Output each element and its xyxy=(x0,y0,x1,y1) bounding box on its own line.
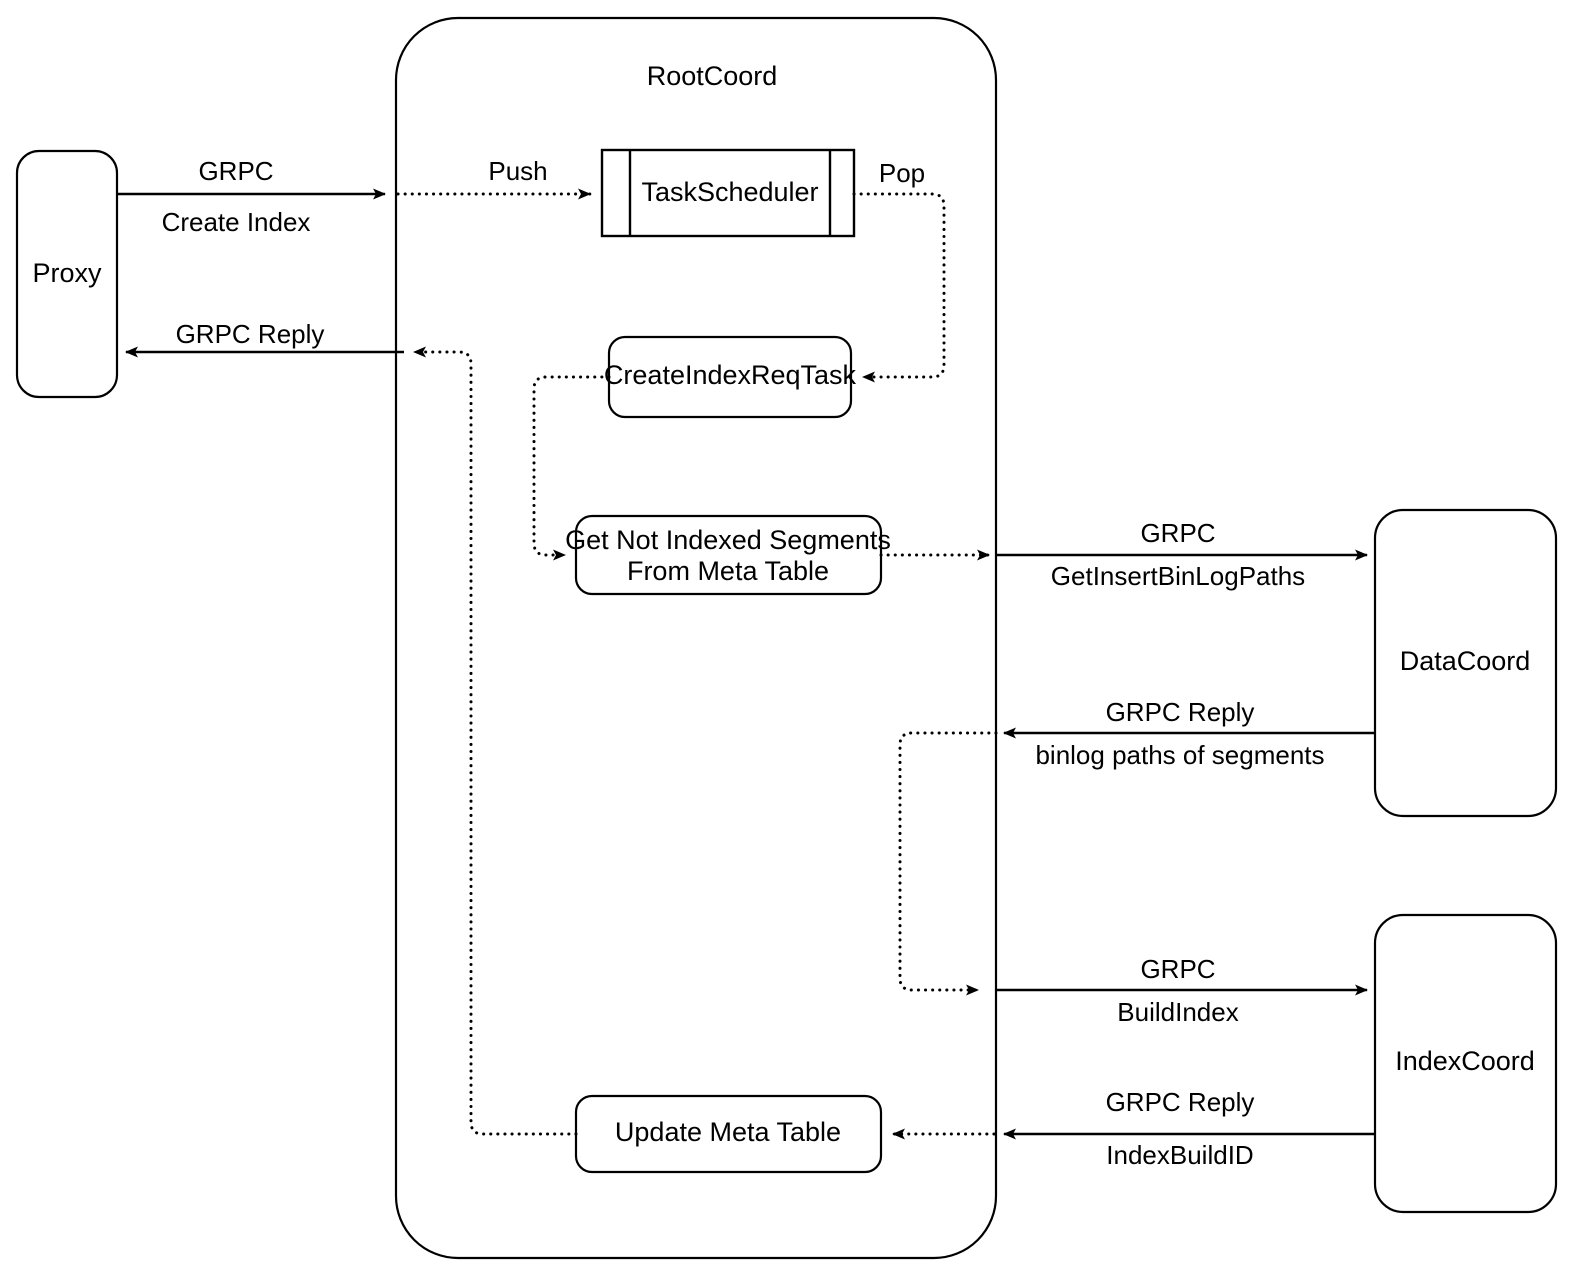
edge-to-indexcoord-label2: BuildIndex xyxy=(1117,997,1238,1027)
node-proxy[interactable]: Proxy xyxy=(15,149,119,399)
getnotindexed-label-line1: Get Not Indexed Segments xyxy=(565,525,891,555)
proxy-box xyxy=(15,149,119,399)
edge-rootcoord-to-proxy[interactable]: GRPC Reply xyxy=(125,319,404,358)
edge-getsegments-to-datacoord[interactable]: GRPC GetInsertBinLogPaths xyxy=(996,518,1368,591)
edge-proxy-to-rootcoord[interactable]: GRPC Create Index xyxy=(117,156,386,237)
node-indexcoord[interactable]: IndexCoord xyxy=(1373,913,1558,1214)
edge-indexcoord-reply-label2: IndexBuildID xyxy=(1106,1140,1253,1170)
node-get-not-indexed-segments[interactable]: Get Not Indexed Segments From Meta Table xyxy=(565,514,891,596)
edge-datacoord-reply-label2: binlog paths of segments xyxy=(1035,740,1324,770)
edge-to-datacoord-label1: GRPC xyxy=(1140,518,1215,548)
edge-pop-line xyxy=(852,192,946,383)
node-datacoord[interactable]: DataCoord xyxy=(1373,508,1558,818)
edge-rootcoord-to-indexcoord[interactable]: GRPC BuildIndex xyxy=(996,954,1368,1027)
taskscheduler-label: TaskScheduler xyxy=(641,177,818,207)
datacoord-label: DataCoord xyxy=(1400,646,1531,676)
edge-proxy-to-rootcoord-label2: Create Index xyxy=(162,207,311,237)
node-createindexreqtask[interactable]: CreateIndexReqTask xyxy=(604,335,857,419)
container-rootcoord[interactable]: RootCoord xyxy=(394,16,998,1260)
edge-pop-from-scheduler[interactable]: Pop xyxy=(852,158,946,383)
edge-datacoord-reply-label1: GRPC Reply xyxy=(1106,697,1255,727)
createindexreqtask-label: CreateIndexReqTask xyxy=(604,360,857,390)
edge-proxy-to-rootcoord-label1: GRPC xyxy=(198,156,273,186)
edge-updatemeta-to-grpcreply-line xyxy=(412,346,578,1136)
edge-push-label: Push xyxy=(488,156,547,186)
rootcoord-boundary xyxy=(394,16,998,1260)
getnotindexed-label-line2: From Meta Table xyxy=(627,556,829,586)
datacoord-box xyxy=(1373,508,1558,818)
updatemetatable-label: Update Meta Table xyxy=(615,1117,841,1147)
edge-pop-label: Pop xyxy=(879,158,925,188)
node-taskscheduler[interactable]: TaskScheduler xyxy=(600,148,856,238)
edge-push-to-scheduler[interactable]: Push xyxy=(396,156,592,200)
indexcoord-label: IndexCoord xyxy=(1395,1046,1535,1076)
indexcoord-box xyxy=(1373,913,1558,1214)
edge-updatemeta-to-grpcreply[interactable] xyxy=(412,346,578,1136)
edge-to-indexcoord-label1: GRPC xyxy=(1140,954,1215,984)
edge-indexcoord-reply[interactable]: GRPC Reply IndexBuildID xyxy=(1003,1087,1375,1170)
proxy-label: Proxy xyxy=(32,258,102,288)
node-update-meta-table[interactable]: Update Meta Table xyxy=(574,1094,883,1174)
edge-to-datacoord-label2: GetInsertBinLogPaths xyxy=(1051,561,1305,591)
edge-datacoord-reply[interactable]: GRPC Reply binlog paths of segments xyxy=(1003,697,1375,770)
edge-binlog-to-buildindex[interactable] xyxy=(898,731,998,996)
edge-rootcoord-to-proxy-label: GRPC Reply xyxy=(176,319,325,349)
edge-indexcoord-reply-label1: GRPC Reply xyxy=(1106,1087,1255,1117)
edge-binlog-to-buildindex-line xyxy=(898,731,998,996)
rootcoord-label: RootCoord xyxy=(647,61,778,91)
